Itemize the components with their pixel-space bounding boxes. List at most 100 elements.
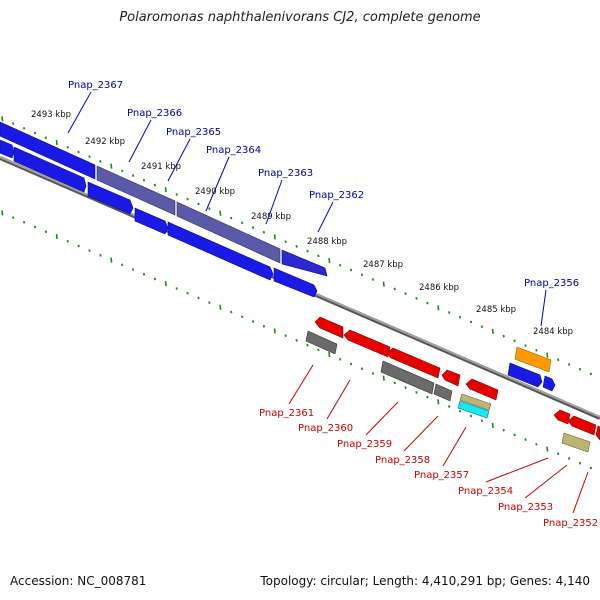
scale-tick [426,395,429,399]
scale-tick [219,304,222,310]
gene-label[interactable]: Pnap_2362 [309,190,364,201]
gene-label[interactable]: Pnap_2352 [543,518,598,529]
scale-tick [393,381,396,385]
scale-tick [578,461,582,465]
gene-arrow-pnap-2365b[interactable] [87,181,134,215]
scale-tick [251,320,255,323]
gene-arrow-pnap-2361[interactable] [314,316,344,339]
gene-label[interactable]: Pnap_2359 [337,439,392,450]
scale-tick [12,122,15,125]
scale-tick [382,375,385,381]
scale-label: 2492 kbp [85,137,125,147]
scale-tick [589,466,593,470]
gene-arrow-pnap-2357[interactable] [441,369,461,387]
forward-strand-features [0,121,556,392]
scale-tick [110,163,113,169]
scale-tick [131,174,135,177]
gene-arrow-pnap-2355[interactable] [507,362,543,388]
scale-tick [502,334,505,338]
scale-tick [164,281,167,287]
scale-tick [153,277,157,281]
gene-arrow-pnap-2366b[interactable] [0,139,15,159]
scale-tick [448,311,451,314]
scale-tick [77,244,80,248]
scale-tick [262,324,266,328]
scale-tick [251,226,255,229]
scale-tick [349,268,353,272]
gene-block-pnap-2353b[interactable] [561,432,591,453]
scale-tick [535,348,538,352]
gene-arrow-pnap-2363[interactable] [167,221,274,281]
scale-tick [458,409,462,413]
scale-tick [88,249,91,252]
gene-arrow-pnap-2357b[interactable] [465,378,499,401]
scale-label: 2485 kbp [476,305,516,315]
scale-tick [480,419,484,423]
scale-tick [339,263,342,267]
gene-label[interactable]: Pnap_2364 [206,145,261,156]
gene-arrow-pnap-2354[interactable] [553,409,571,425]
scale-tick [524,344,527,347]
scale-tick [371,372,375,375]
scale-tick [88,155,91,158]
scale-tick [55,139,58,146]
gene-arrow-pnap-2358[interactable] [386,347,441,379]
scale-tick [426,301,429,305]
gene-label[interactable]: Pnap_2357 [414,470,469,481]
scale-ticks [1,116,593,470]
scale-tick [469,414,473,418]
gene-label[interactable]: Pnap_2363 [258,168,313,179]
gene-arrow-pnap-2362b[interactable] [273,267,318,298]
scale-label: 2489 kbp [251,212,291,222]
scale-tick [567,457,571,460]
gene-label[interactable]: Pnap_2358 [375,455,430,466]
gene-arrow-pnap-2367[interactable] [0,121,96,180]
scale-tick [295,339,298,342]
gene-block-pnap-2356[interactable] [514,346,552,373]
gene-arrow-pnap-2360[interactable] [343,329,391,358]
scale-label: 2488 kbp [307,237,347,247]
gene-label[interactable]: Pnap_2353 [498,502,553,513]
gene-arrow-pnap-2353[interactable] [567,415,597,436]
scale-tick [557,358,560,362]
scale-tick [524,438,527,441]
scale-tick [502,428,505,432]
gene-arrow-pnap-2352[interactable] [595,425,600,441]
scale-tick [382,281,385,287]
scale-tick [448,405,451,408]
scale-label: 2490 kbp [195,187,235,197]
gene-label[interactable]: Pnap_2365 [166,127,221,138]
gene-label[interactable]: Pnap_2360 [298,423,353,434]
scale-labels: 2493 kbp 2492 kbp 2491 kbp 2490 kbp 2489… [31,110,573,337]
bottom-gene-labels: Pnap_2361 Pnap_2360 Pnap_2359 Pnap_2358 … [259,408,598,529]
scale-tick [240,221,244,225]
scale-tick [458,315,462,319]
gene-block-pnap-2361b[interactable] [305,330,338,355]
scale-tick [437,305,440,311]
scale-tick [230,216,233,220]
gene-block-pnap-2357c[interactable] [459,393,492,411]
scale-tick [208,301,211,304]
scale-tick [284,334,287,338]
gene-block-pnap-2359[interactable] [380,360,435,395]
gene-label[interactable]: Pnap_2367 [68,80,123,91]
scale-tick [142,178,146,182]
scale-tick [339,357,342,361]
scale-tick [415,391,418,394]
scale-tick [99,160,102,163]
gene-label[interactable]: Pnap_2354 [458,486,513,497]
gene-arrow-pnap-2365[interactable] [13,146,87,193]
gene-block-pnap-2366[interactable] [96,165,176,216]
gene-block-pnap-2364[interactable] [176,201,281,264]
gene-arrow-pnap-2364b[interactable] [134,207,169,235]
gene-block-pnap-2358b[interactable] [433,383,453,402]
scale-tick [99,254,102,257]
gene-arrow-pnap-2362[interactable] [281,249,328,277]
gene-label[interactable]: Pnap_2356 [524,278,579,289]
gene-arrow-pnap-2355b[interactable] [542,375,556,392]
scale-tick [142,272,146,276]
gene-block-pnap-2357d[interactable] [457,400,490,419]
gene-label[interactable]: Pnap_2361 [259,408,314,419]
scale-tick [415,297,418,300]
gene-label[interactable]: Pnap_2366 [127,108,182,119]
